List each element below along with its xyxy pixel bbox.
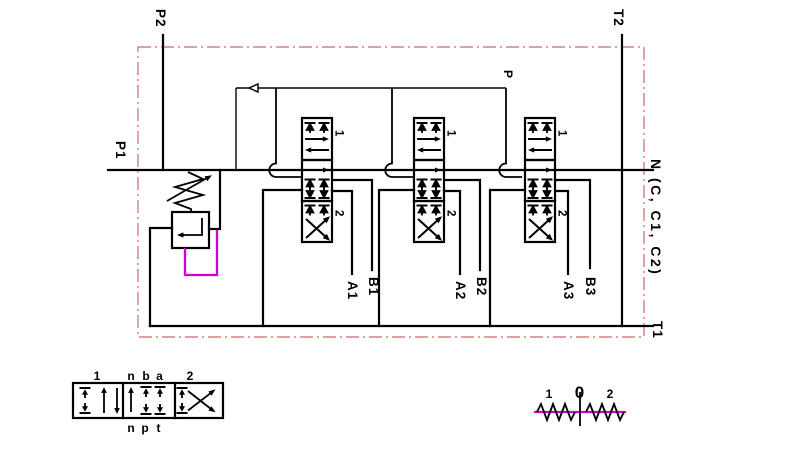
closed-port-icon <box>80 403 91 413</box>
valve-2-port-b-label: B2 <box>474 277 489 296</box>
spool-legend-label: n <box>127 421 134 435</box>
valve-3-port-a-label: A3 <box>561 281 576 300</box>
relief-internal-flow <box>181 218 203 236</box>
pilot-arrow-icon <box>247 82 259 94</box>
spool-legend-label: b <box>142 369 149 383</box>
spool-legend-box <box>71 381 225 420</box>
closed-port-icon <box>141 404 152 414</box>
arrowhead-icon <box>101 387 107 393</box>
relief-valve <box>148 168 222 328</box>
n-outlet-label: N (C, C1, C2) <box>648 159 664 276</box>
closed-port-icon <box>139 386 153 398</box>
pilot-drop-2 <box>384 88 414 178</box>
valve-1-port-a-label: A1 <box>345 281 360 300</box>
relief-tank-line <box>148 226 174 328</box>
relief-inlet-line <box>207 168 222 231</box>
valve-1-tank-gallery <box>261 188 304 328</box>
valve-3-port-b-line <box>553 178 592 270</box>
pilot-line: P <box>235 70 522 178</box>
valve-3-port-b-label: B3 <box>583 277 598 296</box>
arrowhead-icon <box>114 408 120 414</box>
valve-1-port-b-label: B1 <box>366 277 381 296</box>
pilot-drop-3 <box>498 88 522 178</box>
p1-label: P1 <box>113 141 128 160</box>
spool-legend-label: a <box>156 369 163 383</box>
spool-detail-legend: 1 n b a 2 n p t <box>71 369 225 435</box>
valve-1-port-a-line <box>330 189 354 276</box>
valve-2-tank-gallery <box>377 188 416 328</box>
valve-3-port-a-line <box>553 189 570 276</box>
valve-1-port-b-line <box>330 178 374 272</box>
arrowhead-icon <box>208 389 216 396</box>
valve-2-port-a-line <box>442 189 462 276</box>
closed-port-icon <box>175 387 189 399</box>
main-port-lines <box>106 33 655 328</box>
valve-2-port-b-line <box>442 178 482 272</box>
valve-2-port-a-label: A2 <box>453 281 468 300</box>
spring-icon-right <box>585 401 625 423</box>
valve-section-2: A2 B2 <box>377 118 489 328</box>
relief-spring-icon <box>171 171 207 212</box>
valve-section-3: A3 B3 <box>488 118 598 328</box>
relief-flow-arrowhead-icon <box>177 232 184 238</box>
crossed-flow-icon <box>187 390 212 412</box>
closed-port-icon <box>177 403 188 413</box>
spool-legend-label: p <box>141 421 148 435</box>
t1-label: T1 <box>650 321 665 339</box>
closed-port-icon <box>155 404 166 414</box>
relief-adjust-arrowhead-icon <box>204 175 212 182</box>
relief-valve-body <box>170 210 211 250</box>
t2-label: T2 <box>611 9 626 27</box>
closed-port-icon <box>153 386 167 398</box>
valve-section-1: A1 B1 <box>261 118 381 328</box>
pilot-label: P <box>501 70 515 78</box>
spring-legend-label-1: 1 <box>546 387 553 401</box>
spring-legend-label-2: 2 <box>607 387 614 401</box>
valve-3-tank-gallery <box>488 188 527 328</box>
relief-adjust-arrow <box>166 177 208 202</box>
spring-icon-left <box>536 401 576 423</box>
spool-legend-dividers <box>121 381 177 420</box>
spool-legend-label: 1 <box>94 369 101 383</box>
pilot-drop-1 <box>268 88 302 178</box>
spring-legend-label-0: 0 <box>575 383 584 402</box>
arrowhead-icon <box>128 387 134 393</box>
arrowhead-icon <box>208 406 216 413</box>
spool-legend-label: t <box>157 421 161 435</box>
closed-port-icon <box>78 387 92 399</box>
valve-body-boundary <box>137 46 645 338</box>
spool-legend-label: 2 <box>187 369 194 383</box>
relief-pilot-drain-magenta <box>183 230 219 277</box>
spring-centering-legend: 1 0 2 <box>534 383 626 426</box>
p2-label: P2 <box>153 9 168 28</box>
spool-legend-label: n <box>127 369 134 383</box>
